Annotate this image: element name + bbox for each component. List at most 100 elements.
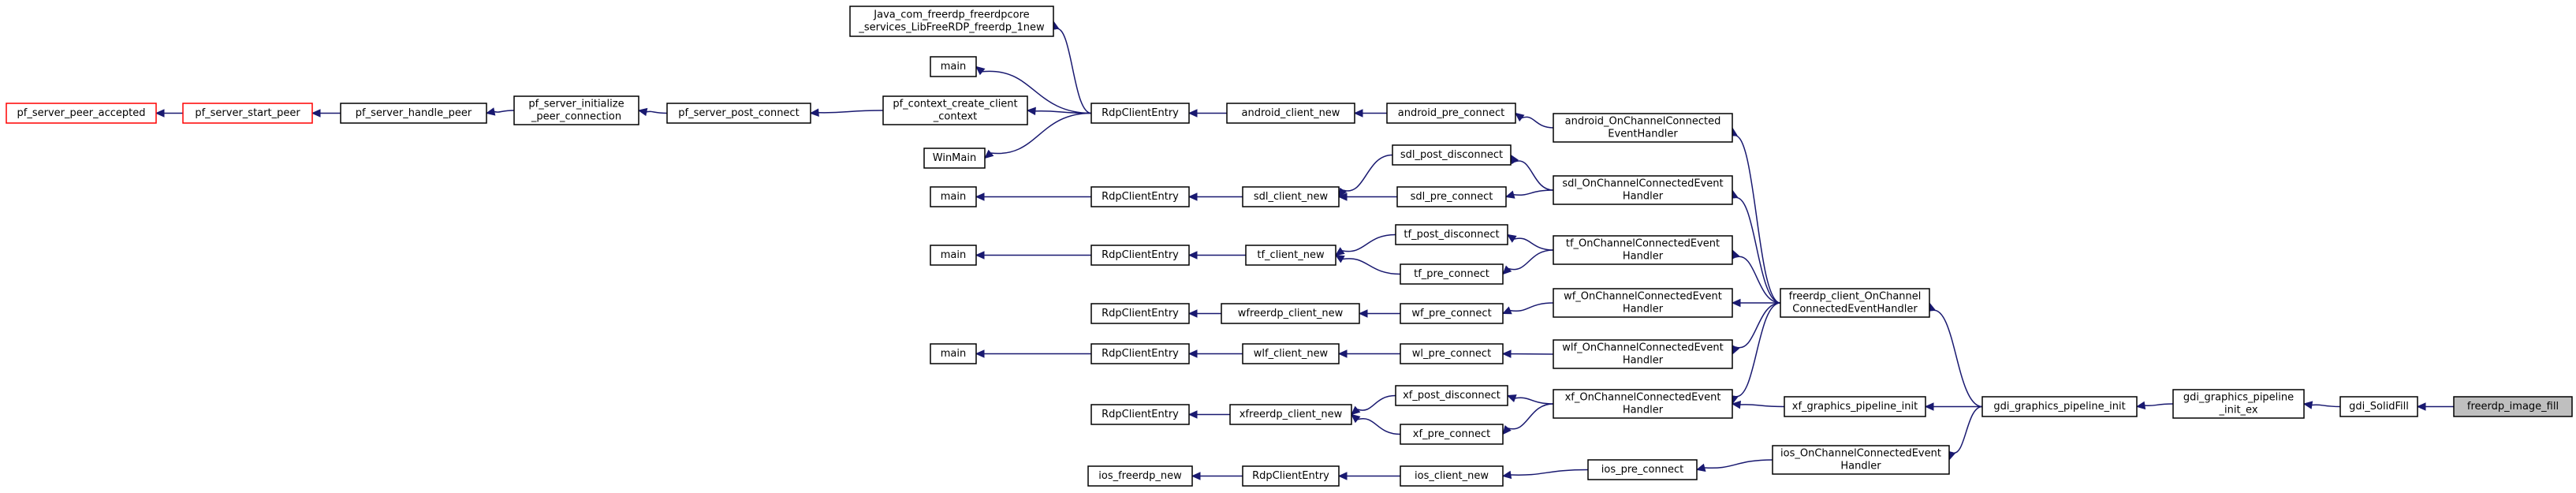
node-fr-ev[interactable]: freerdp_client_OnChannelConnectedEventHa… bbox=[1780, 288, 1930, 318]
node-box[interactable] bbox=[1395, 224, 1508, 245]
node-gdi-gfx-ex[interactable]: gdi_graphics_pipeline_init_ex bbox=[2172, 389, 2305, 419]
node-pf-post[interactable]: pf_server_post_connect bbox=[666, 103, 811, 124]
node-rdp-xf[interactable]: RdpClientEntry bbox=[1090, 404, 1190, 425]
node-box[interactable] bbox=[2339, 396, 2418, 417]
node-box[interactable] bbox=[930, 186, 977, 207]
node-rdp-tf[interactable]: RdpClientEntry bbox=[1090, 245, 1190, 266]
node-box[interactable] bbox=[1396, 186, 1507, 207]
node-box[interactable] bbox=[1553, 235, 1733, 265]
node-box[interactable] bbox=[1553, 389, 1733, 419]
node-box[interactable] bbox=[1400, 303, 1504, 324]
node-rdp-wf[interactable]: RdpClientEntry bbox=[1090, 303, 1190, 324]
node-rdp-wl[interactable]: RdpClientEntry bbox=[1090, 343, 1190, 364]
node-main-tf[interactable]: main bbox=[930, 245, 977, 266]
node-box[interactable] bbox=[340, 103, 487, 124]
node-main-wl[interactable]: main bbox=[930, 343, 977, 364]
node-main-sdl[interactable]: main bbox=[930, 186, 977, 207]
node-box[interactable] bbox=[930, 56, 977, 77]
node-gdi-gfx[interactable]: gdi_graphics_pipeline_init bbox=[1981, 396, 2138, 417]
node-box[interactable] bbox=[1090, 186, 1190, 207]
node-box[interactable] bbox=[1553, 339, 1733, 369]
node-xf-pre[interactable]: xf_pre_connect bbox=[1400, 424, 1504, 445]
node-box[interactable] bbox=[930, 245, 977, 266]
node-ios-client[interactable]: ios_client_new bbox=[1400, 465, 1504, 487]
node-tf-new[interactable]: tf_client_new bbox=[1245, 245, 1336, 266]
node-tf-postdisc[interactable]: tf_post_disconnect bbox=[1395, 224, 1508, 245]
node-sdl-new[interactable]: sdl_client_new bbox=[1242, 186, 1340, 207]
node-java-jni[interactable]: Java_com_freerdp_freerdpcore_services_Li… bbox=[849, 6, 1054, 37]
node-rdp-ios[interactable]: RdpClientEntry bbox=[1242, 465, 1340, 487]
node-box[interactable] bbox=[182, 103, 313, 124]
node-box[interactable] bbox=[1090, 103, 1190, 124]
node-box[interactable] bbox=[1400, 465, 1504, 487]
node-ios-pre[interactable]: ios_pre_connect bbox=[1587, 459, 1698, 480]
node-xf-gfx[interactable]: xf_graphics_pipeline_init bbox=[1784, 396, 1926, 417]
node-box[interactable] bbox=[2172, 389, 2305, 419]
node-image-fill[interactable]: freerdp_image_fill bbox=[2453, 396, 2573, 417]
node-android-new[interactable]: android_client_new bbox=[1226, 103, 1355, 124]
node-box[interactable] bbox=[1242, 186, 1340, 207]
node-box[interactable] bbox=[930, 343, 977, 364]
node-rdp-sdl[interactable]: RdpClientEntry bbox=[1090, 186, 1190, 207]
node-winmain[interactable]: WinMain bbox=[923, 148, 986, 169]
node-box[interactable] bbox=[1400, 263, 1504, 285]
node-ios-new[interactable]: ios_freerdp_new bbox=[1087, 465, 1193, 487]
node-box[interactable] bbox=[2453, 396, 2573, 417]
node-box[interactable] bbox=[1386, 103, 1516, 124]
node-sdl-pre[interactable]: sdl_pre_connect bbox=[1396, 186, 1507, 207]
node-wf-pre[interactable]: wf_pre_connect bbox=[1400, 303, 1504, 324]
node-wl-pre[interactable]: wl_pre_connect bbox=[1400, 343, 1504, 364]
node-box[interactable] bbox=[1780, 288, 1930, 318]
node-pf-accepted[interactable]: pf_server_peer_accepted bbox=[6, 103, 157, 124]
node-box[interactable] bbox=[1400, 343, 1504, 364]
node-box[interactable] bbox=[1772, 445, 1950, 475]
node-box[interactable] bbox=[666, 103, 811, 124]
node-sdl-postdisc[interactable]: sdl_post_disconnect bbox=[1392, 144, 1512, 166]
node-box[interactable] bbox=[1392, 144, 1512, 166]
node-box[interactable] bbox=[1784, 396, 1926, 417]
node-box[interactable] bbox=[1587, 459, 1698, 480]
node-box[interactable] bbox=[849, 6, 1054, 37]
node-wf-new[interactable]: wfreerdp_client_new bbox=[1221, 303, 1360, 324]
node-box[interactable] bbox=[1229, 404, 1352, 425]
node-box[interactable] bbox=[1090, 343, 1190, 364]
node-box[interactable] bbox=[882, 95, 1028, 125]
node-wl-new[interactable]: wlf_client_new bbox=[1242, 343, 1340, 364]
node-box[interactable] bbox=[1090, 404, 1190, 425]
node-box[interactable] bbox=[1395, 385, 1508, 406]
node-rdp-main[interactable]: RdpClientEntry bbox=[1090, 103, 1190, 124]
node-pf-handle[interactable]: pf_server_handle_peer bbox=[340, 103, 487, 124]
node-box[interactable] bbox=[1553, 288, 1733, 318]
node-main-a[interactable]: main bbox=[930, 56, 977, 77]
node-android-pre[interactable]: android_pre_connect bbox=[1386, 103, 1516, 124]
node-xf-postdisc[interactable]: xf_post_disconnect bbox=[1395, 385, 1508, 406]
node-gdi-solid[interactable]: gdi_SolidFill bbox=[2339, 396, 2418, 417]
node-box[interactable] bbox=[1981, 396, 2138, 417]
node-pf-start[interactable]: pf_server_start_peer bbox=[182, 103, 313, 124]
node-xf-new[interactable]: xfreerdp_client_new bbox=[1229, 404, 1352, 425]
node-box[interactable] bbox=[1245, 245, 1336, 266]
node-pf-ctx[interactable]: pf_context_create_client_context bbox=[882, 95, 1028, 125]
node-box[interactable] bbox=[923, 148, 986, 169]
node-tf-pre[interactable]: tf_pre_connect bbox=[1400, 263, 1504, 285]
node-box[interactable] bbox=[1087, 465, 1193, 487]
node-box[interactable] bbox=[1553, 175, 1733, 205]
node-box[interactable] bbox=[1400, 424, 1504, 445]
node-box[interactable] bbox=[1242, 465, 1340, 487]
node-box[interactable] bbox=[1226, 103, 1355, 124]
node-box[interactable] bbox=[1090, 303, 1190, 324]
node-box[interactable] bbox=[1090, 245, 1190, 266]
node-box[interactable] bbox=[6, 103, 157, 124]
node-box[interactable] bbox=[1553, 113, 1733, 143]
node-box[interactable] bbox=[1221, 303, 1360, 324]
node-pf-init[interactable]: pf_server_initialize_peer_connection bbox=[513, 95, 639, 125]
node-box[interactable] bbox=[1242, 343, 1340, 364]
node-box[interactable] bbox=[513, 95, 639, 125]
